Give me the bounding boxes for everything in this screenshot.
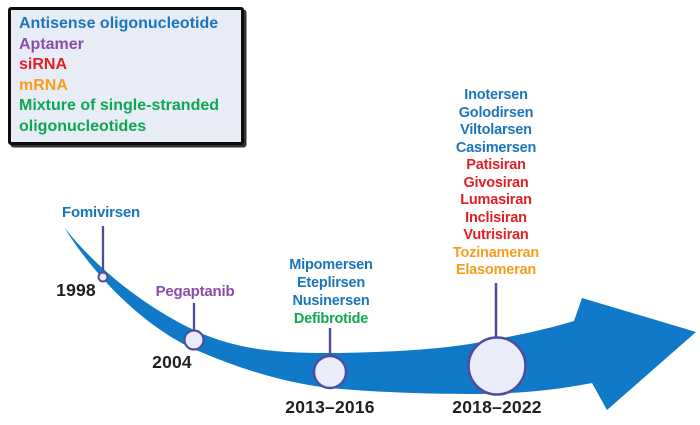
- drug-label-inotersen: Inotersen: [464, 87, 528, 103]
- drug-label-elasomeran: Elasomeran: [455, 262, 537, 278]
- swoosh-arrow: [64, 227, 696, 410]
- drug-list-2018-2022: Inotersen Golodirsen Viltolarsen Casimer…: [453, 87, 539, 280]
- year-label-2018-2022: 2018–2022: [452, 397, 542, 417]
- drug-label-defibrotide: Defibrotide: [293, 311, 369, 327]
- drug-label-givosiran: Givosiran: [463, 174, 529, 191]
- drug-label-tozinameran: Tozinameran: [452, 244, 540, 261]
- legend-item-sirna: siRNA: [19, 56, 68, 73]
- drug-label-pegaptanib: Pegaptanib: [155, 283, 235, 300]
- legend-box: Antisense oligonucleotide Aptamer siRNA …: [8, 7, 244, 145]
- legend-item-antisense: Antisense oligonucleotide: [19, 15, 219, 32]
- drug-label-mipomersen: Mipomersen: [289, 257, 373, 273]
- legend-item-mixture: Mixture of single-stranded oligonucleoti…: [19, 97, 220, 135]
- node-1998: [97, 271, 109, 283]
- legend-item-mrna: mRNA: [19, 76, 68, 94]
- drug-label-viltolarsen: Viltolarsen: [460, 122, 532, 138]
- drug-label-fomivirsen: Fomivirsen: [61, 204, 141, 221]
- drug-label-lumasiran: Lumasiran: [460, 192, 532, 208]
- year-label-2013-2016: 2013–2016: [285, 397, 375, 417]
- drug-list-2013-2016: Mipomersen Eteplirsen Nusinersen Defibro…: [289, 256, 373, 328]
- drug-label-inclisiran: Inclisiran: [465, 209, 527, 226]
- drug-label-vutrisiran: Vutrisiran: [463, 227, 529, 243]
- drug-label-casimersen: Casimersen: [455, 139, 537, 156]
- year-label-2004: 2004: [152, 352, 192, 372]
- year-label-1998: 1998: [56, 280, 96, 300]
- node-2004: [183, 329, 205, 351]
- node-2018-2022: [467, 336, 527, 396]
- drug-label-eteplirsen: Eteplirsen: [296, 275, 366, 291]
- drug-label-nusinersen: Nusinersen: [292, 293, 370, 309]
- node-2013-2016: [312, 354, 348, 390]
- legend-item-aptamer: Aptamer: [19, 35, 84, 53]
- drug-label-golodirsen: Golodirsen: [458, 104, 534, 121]
- drug-label-patisiran: Patisiran: [466, 157, 526, 173]
